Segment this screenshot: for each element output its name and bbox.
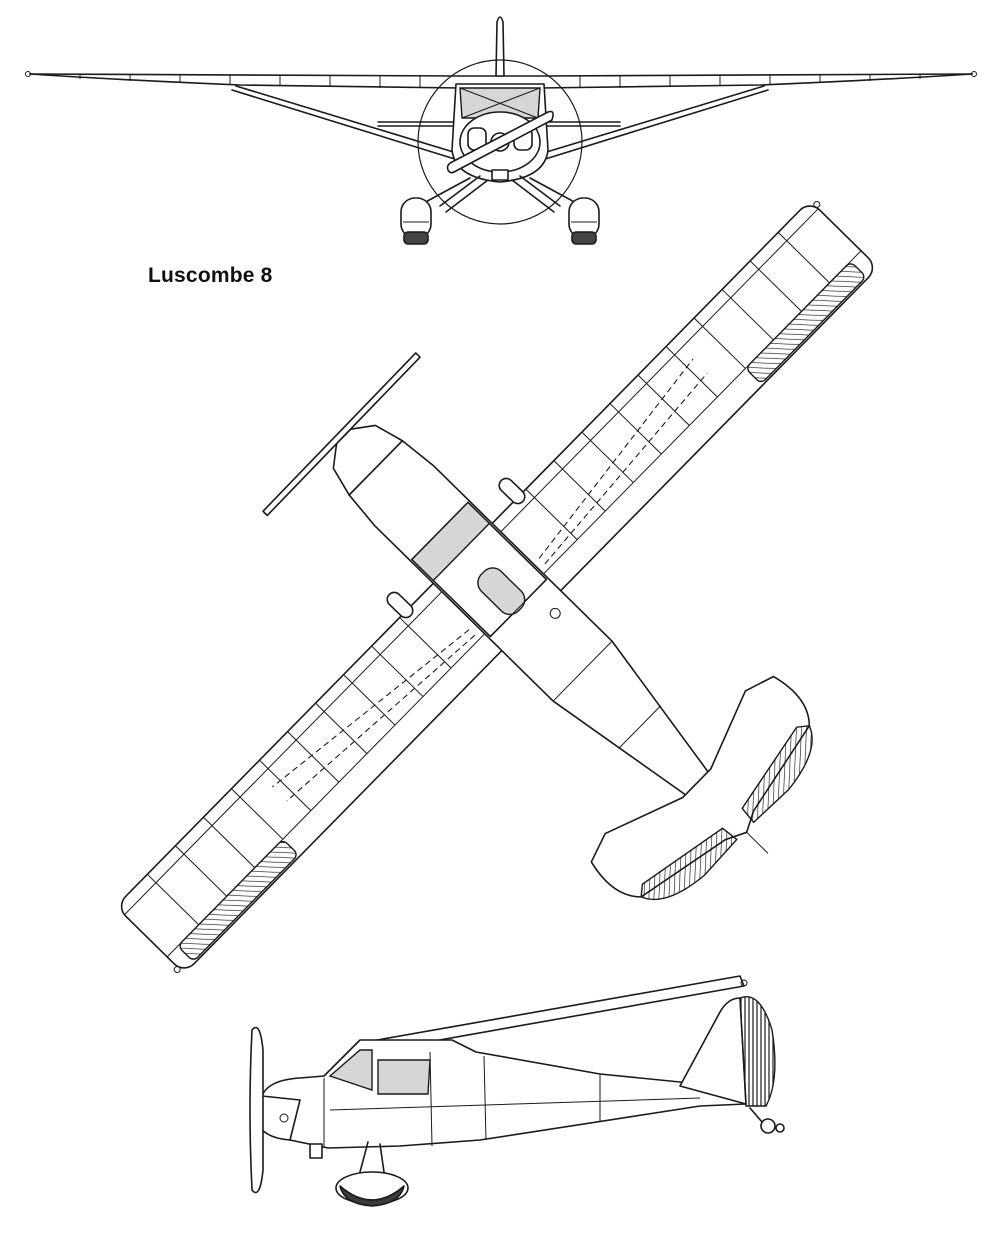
side-view — [249, 975, 785, 1207]
side-tail-wheel — [749, 1107, 785, 1134]
top-left-wheel — [386, 591, 414, 619]
drawing-title: Luscombe 8 — [148, 264, 273, 287]
front-view — [25, 16, 977, 245]
top-strut-dashed — [272, 358, 708, 802]
front-tail-fin — [495, 16, 505, 77]
front-propeller-blade — [446, 110, 554, 174]
top-elevator-right — [640, 827, 738, 901]
front-landing-gear — [400, 175, 600, 245]
front-wing-struts — [231, 85, 769, 161]
top-right-wheel — [498, 477, 526, 505]
side-fin — [679, 997, 747, 1105]
side-rudder — [739, 996, 776, 1107]
side-windshield — [328, 1049, 373, 1091]
top-windshield — [410, 501, 491, 582]
top-view — [120, 200, 874, 974]
side-main-gear — [309, 1141, 409, 1207]
top-skylight — [477, 567, 526, 616]
top-propeller — [262, 352, 421, 517]
side-fuselage — [261, 1039, 747, 1149]
front-propeller-disc — [417, 59, 583, 225]
side-cabin-window — [377, 1059, 431, 1095]
side-propeller — [249, 1026, 264, 1194]
top-elevator-left — [741, 724, 813, 824]
